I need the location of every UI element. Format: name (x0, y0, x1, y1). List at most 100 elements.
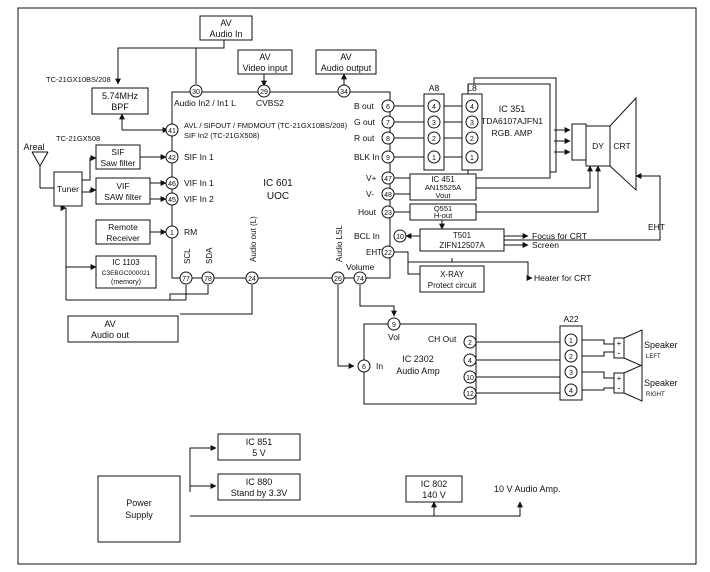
pin-26: 26 (334, 276, 342, 283)
pin-9: 9 (386, 155, 390, 162)
pin-48: 48 (384, 192, 392, 199)
pin-8: 8 (386, 136, 390, 143)
pin-22: 22 (384, 250, 392, 257)
pin-1: 1 (170, 230, 174, 237)
r-out-label: R out (354, 133, 375, 143)
speaker-left-plus: + (617, 339, 622, 348)
amp-pin-4: 4 (468, 358, 472, 365)
diagram-frame (17, 7, 697, 565)
ic351-line1: IC 351 (499, 104, 526, 114)
ic802-line2: 140 V (422, 490, 446, 500)
amp-in-label: In (376, 361, 383, 371)
bpf-block: 5.74MHz BPF (91, 87, 149, 115)
sif-line2: Saw filter (101, 158, 136, 168)
a22-pin-3: 3 (569, 370, 573, 377)
ic880-line2: Stand by 3.3V (231, 488, 288, 498)
sif-in2-line-label: SIF In2 (TC-21GX508) (184, 131, 260, 140)
av-audio-output-block: AV Audio output (315, 49, 377, 75)
a8-label: A8 (429, 83, 440, 93)
remote-receiver-block: Remote Receiver (95, 219, 151, 245)
v-plus-label: V+ (366, 173, 377, 183)
speaker-left: + - Speaker LEFT (613, 329, 678, 367)
vif-in2-label: VIF In 2 (184, 194, 214, 204)
sda-label: SDA (205, 247, 214, 264)
amp-pin-10: 10 (466, 375, 474, 382)
pin-34: 34 (340, 89, 348, 96)
av-video-input-line1: AV (259, 52, 270, 62)
audio-lsl-label: Audio LSL (335, 225, 344, 262)
vif-in1-label: VIF In 1 (184, 178, 214, 188)
ic451-block: IC 451 AN15525A Vout (409, 173, 477, 201)
ic601-block: IC 601 UOC (171, 91, 391, 279)
volume-label: Volume (346, 262, 375, 272)
b-out-label: B out (354, 101, 374, 111)
pin-10: 10 (396, 234, 404, 241)
ic1103-line3: (memory) (111, 279, 141, 286)
l8-pin-2: 2 (470, 136, 474, 143)
av-audio-in-block: AV Audio In (199, 15, 253, 41)
ic851-block: IC 851 5 V (217, 433, 301, 461)
pin-78: 78 (204, 276, 212, 283)
amp-pin-9: 9 (392, 322, 396, 329)
bpf-line2: BPF (111, 102, 129, 112)
tc508-left-label: TC-21GX508 (56, 134, 100, 143)
pin-30: 30 (192, 89, 200, 96)
tuner-label: Tuner (57, 184, 79, 194)
ic351-line3: RGB. AMP (491, 128, 532, 138)
audio-in-line-label: Audio In2 / In1 L (174, 98, 236, 108)
vif-saw-filter-block: VIF SAW filter (95, 177, 151, 205)
ic2302-block: IC 2302 Audio Amp (363, 323, 477, 405)
a22-pin-4: 4 (569, 388, 573, 395)
ic451-line3: Vout (435, 191, 451, 200)
rm-label: RM (184, 227, 197, 237)
power-line1: Power (126, 498, 152, 508)
ic802-block: IC 802 140 V (405, 475, 463, 503)
l8-pin-3: 3 (470, 120, 474, 127)
labels: TC-21GX10BS/208 TC-21GX508 Audio In2 / I… (46, 75, 665, 371)
av-audio-out-line2: Audio out (91, 330, 130, 340)
g-out-label: G out (354, 117, 375, 127)
power-supply-block: Power Supply (97, 475, 181, 543)
av-audio-out-line1: AV (104, 319, 115, 329)
speaker-right-label: Speaker (644, 378, 678, 388)
ic351-line2: TDA6107AJFN1 (481, 116, 543, 126)
ic2302-line2: Audio Amp (396, 366, 440, 376)
ic851-line2: 5 V (252, 448, 266, 458)
remote-line1: Remote (108, 222, 138, 232)
amp-pin-6: 6 (362, 364, 366, 371)
a8-pin-4: 4 (432, 104, 436, 111)
tc208-top-label: TC-21GX10BS/208 (46, 75, 111, 84)
crt: DY CRT (571, 96, 637, 192)
audio-10v-label: 10 V Audio Amp. (494, 484, 561, 494)
v-minus-label: V- (366, 189, 374, 199)
av-audio-in-line2: Audio In (209, 29, 242, 39)
blk-in-label: BLK In (354, 152, 380, 162)
av-video-input-block: AV Video input (237, 49, 293, 75)
pin-46: 46 (168, 181, 176, 188)
speaker-right-side: RIGHT (646, 392, 665, 398)
power-line2: Supply (125, 510, 153, 520)
pin-77: 77 (182, 276, 190, 283)
pin-7: 7 (386, 120, 390, 127)
focus-label: Focus for CRT (532, 231, 587, 241)
av-audio-in-line1: AV (220, 18, 231, 28)
a8-pin-2: 2 (432, 136, 436, 143)
bpf-line1: 5.74MHz (102, 91, 139, 101)
cvbs2-label: CVBS2 (256, 98, 284, 108)
a8-pin-3: 3 (432, 120, 436, 127)
l8-label: L8 (467, 83, 477, 93)
t501-line1: T501 (453, 231, 472, 240)
ic851-line1: IC 851 (246, 437, 273, 447)
tuner-block: Tuner (53, 171, 83, 207)
screen-label: Screen (532, 240, 559, 250)
pin-29: 29 (260, 89, 268, 96)
ic601-line1: IC 601 (263, 178, 293, 189)
pin-42: 42 (168, 155, 176, 162)
ic451-line1: IC 451 (431, 175, 455, 184)
ic1103-line1: IC 1103 (112, 258, 140, 267)
scl-label: SCL (183, 248, 192, 264)
vif-line2: SAW filter (104, 192, 142, 202)
speaker-right: + - Speaker RIGHT (613, 364, 678, 402)
vol-label: Vol (388, 332, 400, 342)
